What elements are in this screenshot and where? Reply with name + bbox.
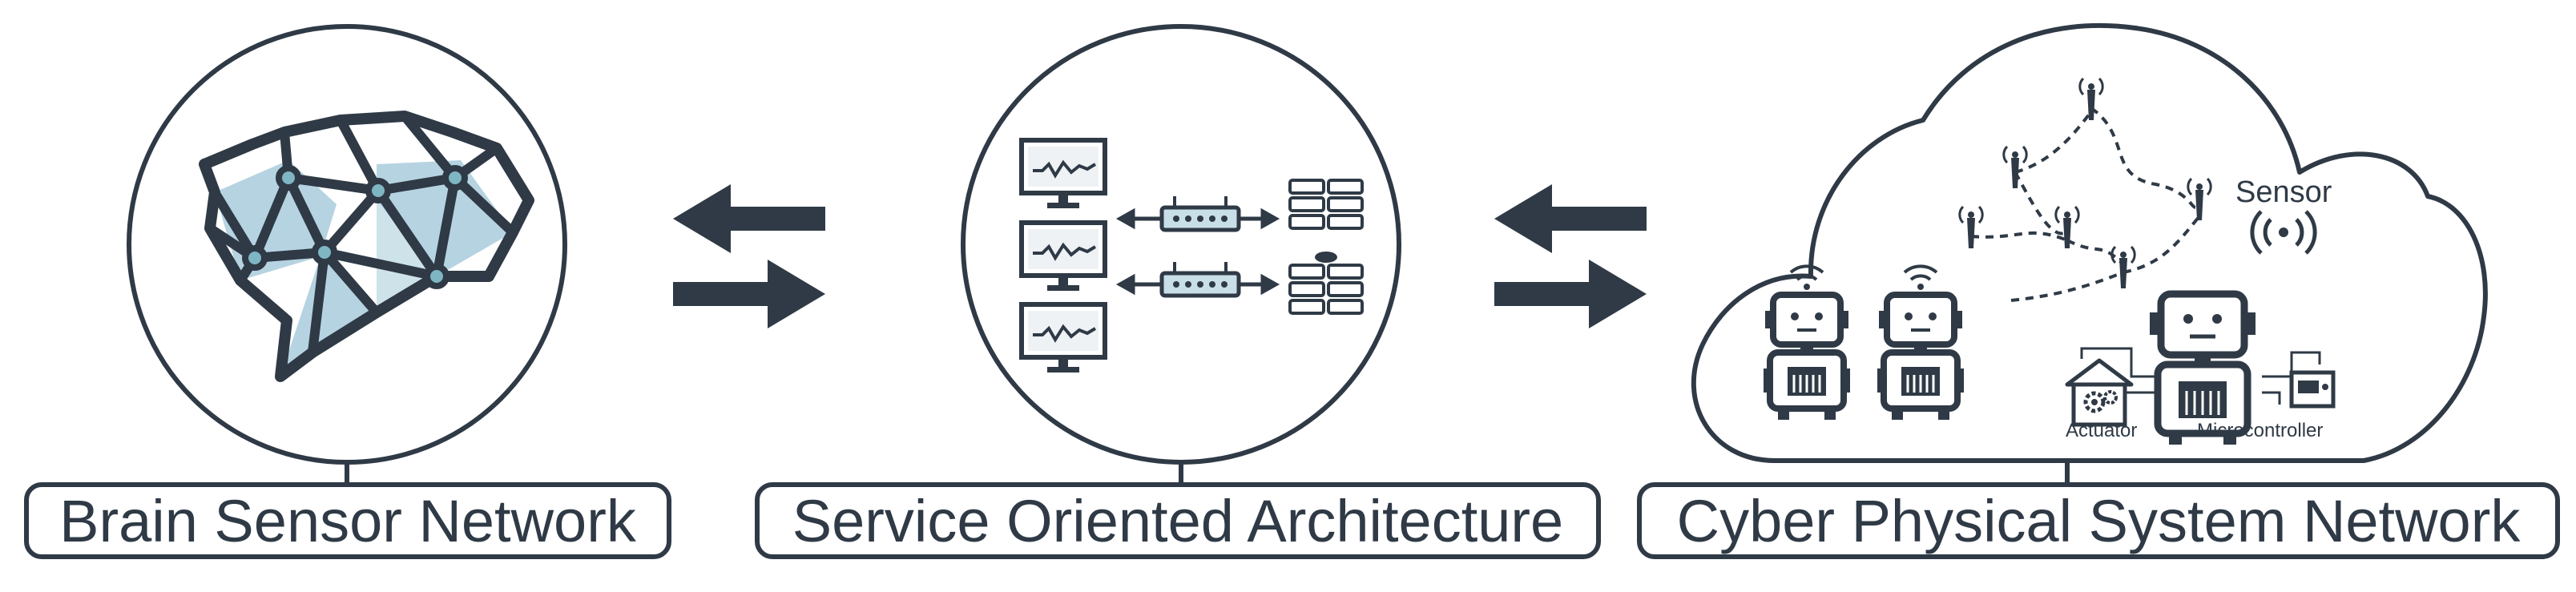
wifi-icon [1903,264,1938,290]
router-icon [1159,196,1241,232]
antenna-icon [2078,77,2104,120]
arrow-left-icon [1494,184,1647,253]
router-icon [1159,262,1241,298]
robot-icon [1764,264,1850,420]
antenna-icon [1958,205,1984,248]
antenna-icon [2002,145,2028,188]
arrow-right-icon [1494,260,1647,328]
antenna-icon [2054,205,2080,248]
exchange-arrows-right [1494,184,1647,328]
robot-icon [2150,290,2256,445]
actuator-icon [2065,358,2134,427]
panel-label-text: Service Oriented Architecture [792,487,1564,554]
sensor-links [1970,107,2201,302]
actuator-label: Actuator [2066,420,2137,441]
wifi-icon [1789,264,1824,290]
microcontroller-label: Microcontroller [2197,420,2323,441]
server-icon [1288,179,1364,230]
panel-label-text: Brain Sensor Network [59,487,636,554]
robot-icon [1877,264,1964,420]
arrow-left-icon [673,184,825,253]
server-icon [1288,252,1364,315]
cyber-physical-system-network-label: Cyber Physical System Network [1637,482,2560,559]
cloud-outline [1691,22,2488,463]
antenna-icon [2110,245,2136,288]
brain-icon [199,111,534,382]
service-oriented-architecture-label: Service Oriented Architecture [755,482,1601,559]
brain-circle [127,24,567,465]
arrow-right-icon [673,260,825,328]
microcontroller-icon [2289,370,2336,409]
exchange-arrows-left [673,184,825,328]
monitor-icon [1019,138,1107,208]
antenna-icon [2187,177,2212,220]
panel-label-text: Cyber Physical System Network [1676,487,2521,554]
monitor-icon [1019,220,1107,291]
brain-sensor-network-label: Brain Sensor Network [24,482,671,559]
wireless-signal-icon [2250,210,2317,255]
cps-panel: Sensor [1691,22,2488,482]
soa-panel [961,24,1401,482]
sensor-label: Sensor [2235,175,2332,209]
brain-panel [127,24,567,482]
monitor-icon [1019,302,1107,373]
